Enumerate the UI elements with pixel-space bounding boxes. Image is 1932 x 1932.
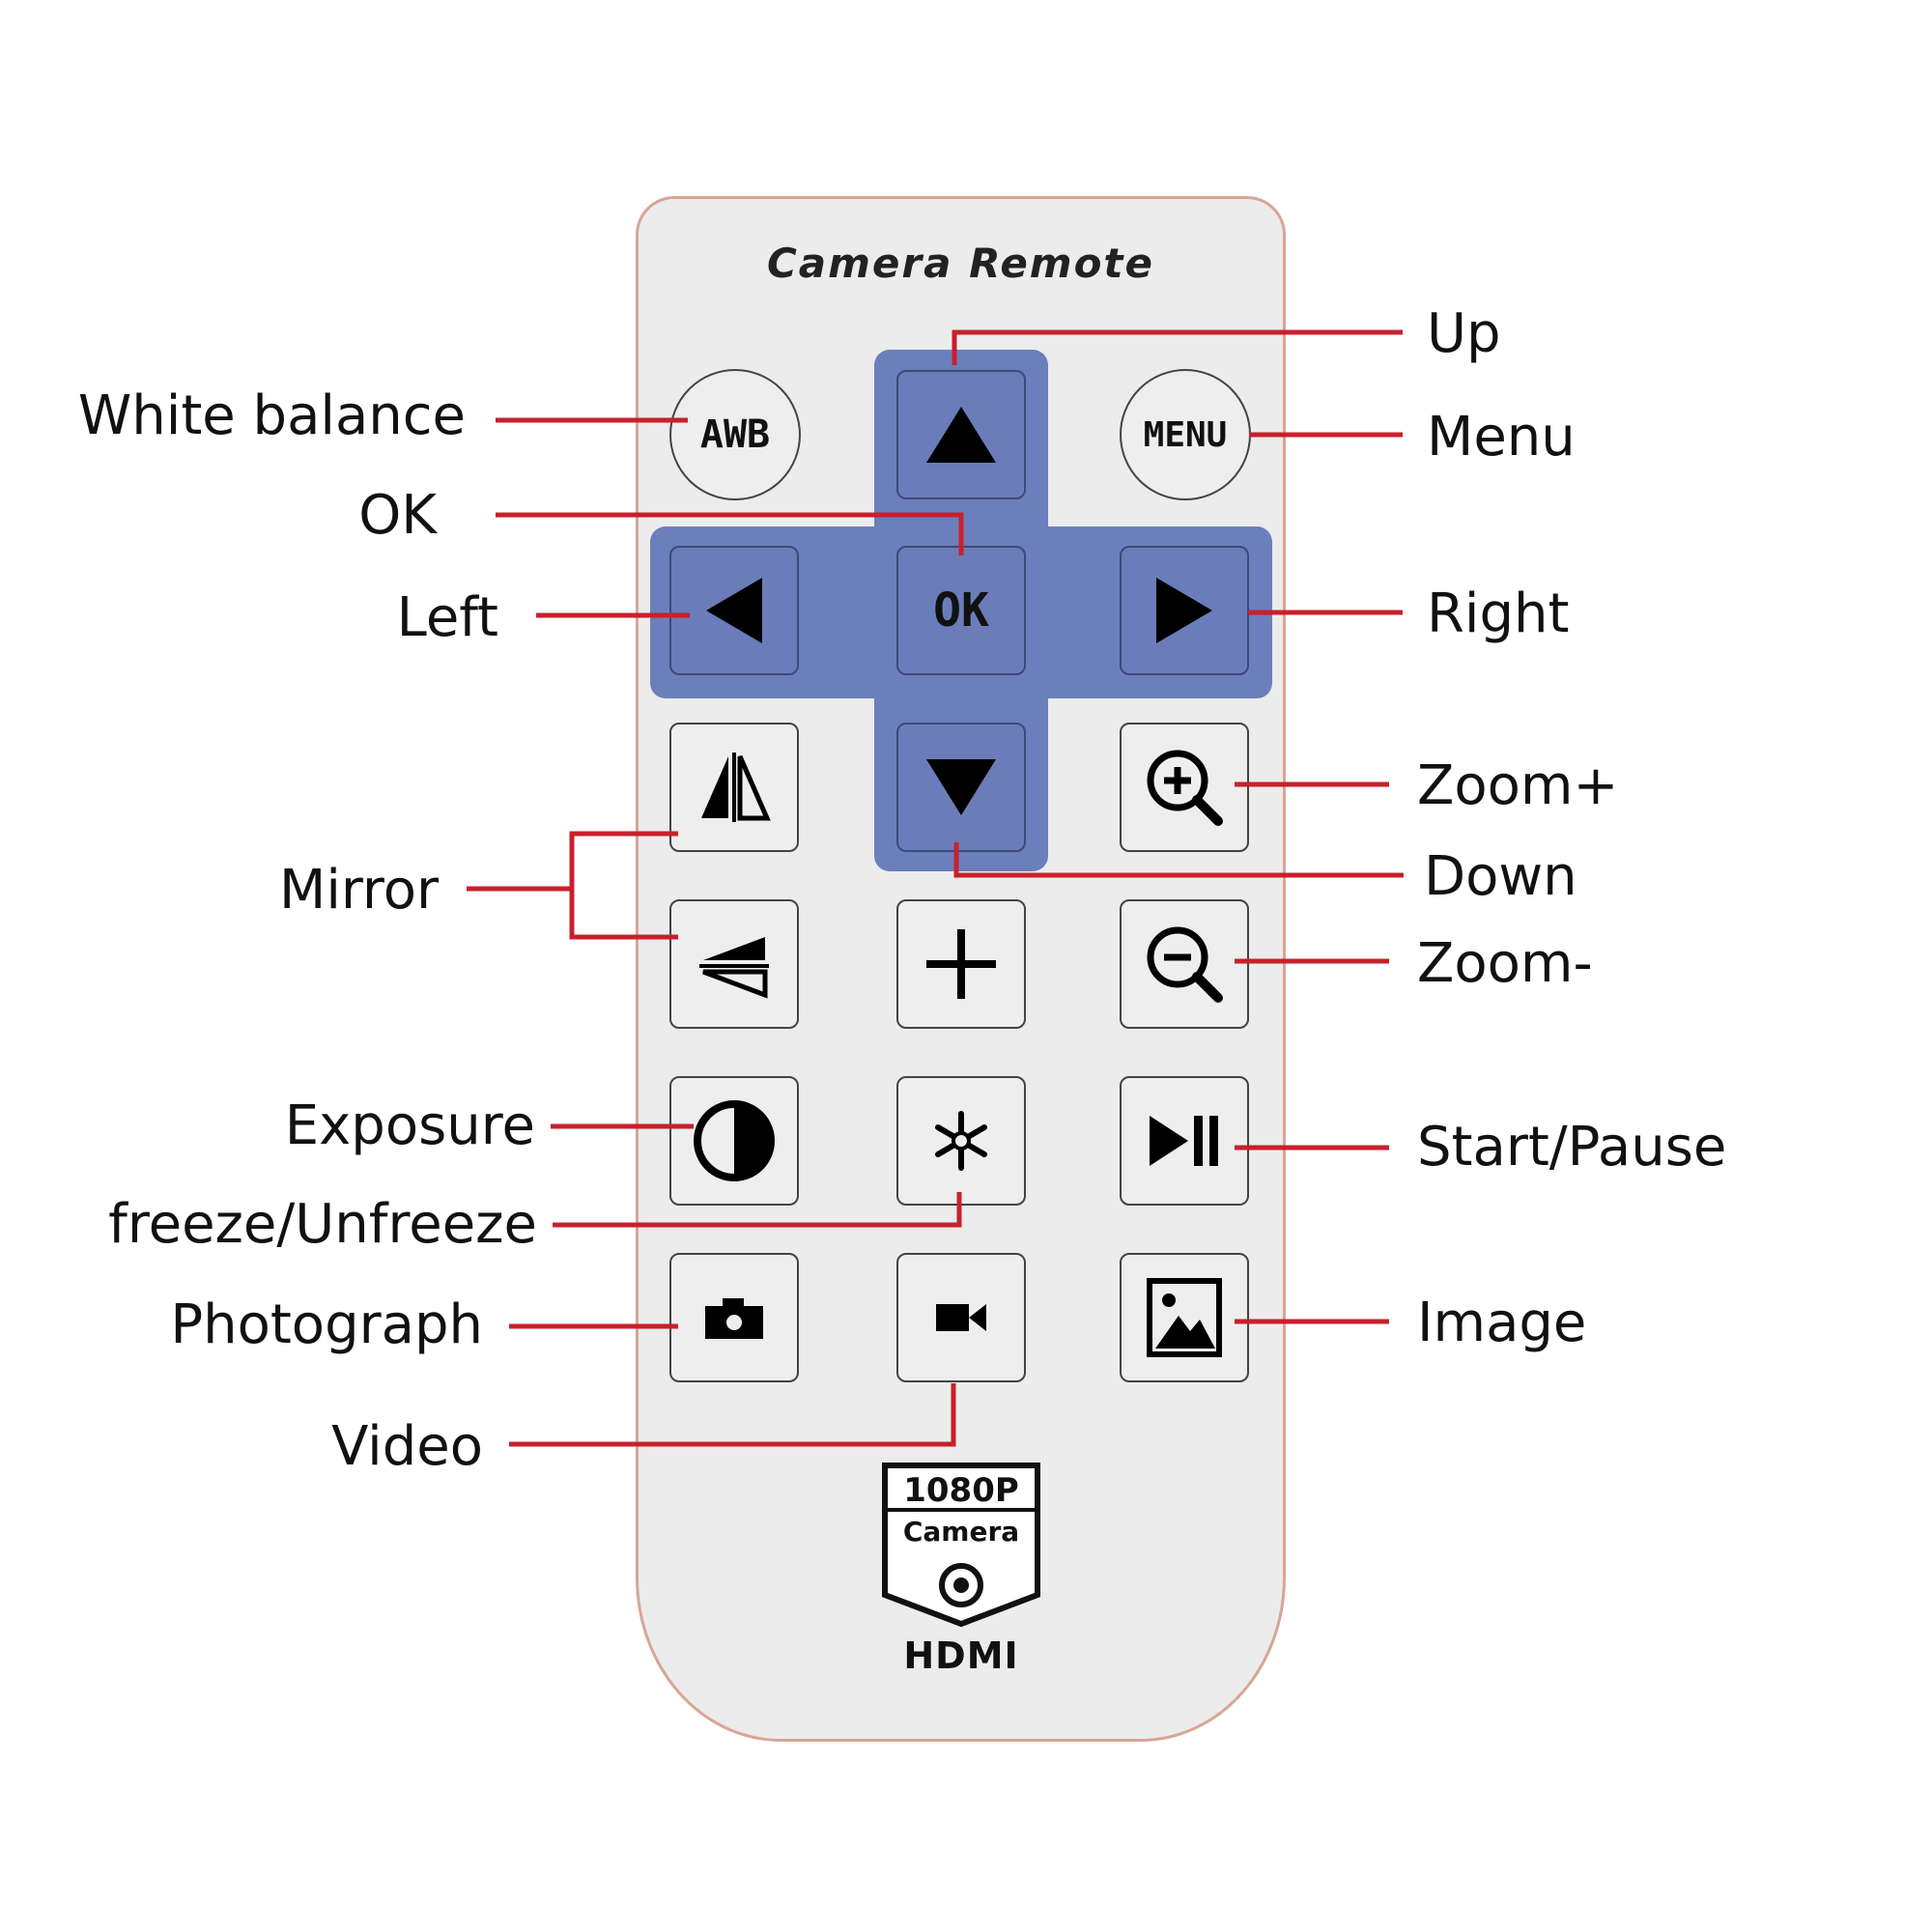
plus-button[interactable] — [896, 899, 1026, 1029]
down-arrow-icon — [926, 759, 996, 815]
badge-shield-icon — [882, 1463, 1040, 1628]
zoom-out-icon — [1147, 926, 1223, 1003]
photograph-button[interactable] — [669, 1253, 799, 1382]
leader-video — [509, 1383, 956, 1447]
label-left: Left — [396, 586, 498, 649]
start-pause-button[interactable] — [1120, 1076, 1249, 1206]
label-start-pause: Start/Pause — [1417, 1116, 1727, 1179]
leader-up — [952, 329, 1403, 365]
up-button[interactable] — [896, 370, 1026, 499]
label-image: Image — [1417, 1292, 1587, 1354]
up-arrow-icon — [926, 407, 996, 463]
left-button[interactable] — [669, 546, 799, 675]
menu-label: MENU — [1143, 414, 1228, 455]
mirror-horizontal-button[interactable] — [669, 723, 799, 852]
leader-down — [953, 842, 1404, 878]
image-icon — [1147, 1278, 1222, 1357]
snowflake-icon — [935, 1111, 987, 1171]
right-arrow-icon — [1156, 578, 1212, 643]
awb-button[interactable]: AWB — [669, 369, 801, 500]
label-down: Down — [1424, 845, 1577, 908]
contrast-icon — [694, 1100, 775, 1181]
camera-badge: 1080P Camera — [881, 1462, 1041, 1628]
label-white-balance: White balance — [77, 384, 466, 447]
label-mirror: Mirror — [279, 859, 439, 922]
plus-icon — [926, 929, 996, 999]
leader-ok — [496, 512, 964, 555]
label-menu: Menu — [1427, 406, 1576, 469]
remote-title: Camera Remote — [766, 240, 1154, 287]
label-video: Video — [331, 1415, 483, 1478]
label-photograph: Photograph — [170, 1293, 483, 1356]
image-button[interactable] — [1120, 1253, 1249, 1382]
zoom-in-button[interactable] — [1120, 723, 1249, 852]
mirror-horizontal-icon — [701, 753, 771, 822]
video-camera-icon — [936, 1304, 986, 1331]
leader-mirror-bracket — [569, 831, 678, 940]
freeze-button[interactable] — [896, 1076, 1026, 1206]
hdmi-logo: HDMI — [903, 1634, 1019, 1677]
label-exposure: Exposure — [284, 1094, 535, 1157]
exposure-button[interactable] — [669, 1076, 799, 1206]
mirror-vertical-button[interactable] — [669, 899, 799, 1029]
label-up: Up — [1427, 302, 1501, 365]
ok-label: OK — [933, 583, 989, 638]
ok-button[interactable]: OK — [896, 546, 1026, 675]
left-arrow-icon — [706, 578, 762, 643]
video-button[interactable] — [896, 1253, 1026, 1382]
awb-label: AWB — [699, 412, 771, 457]
camera-icon — [705, 1298, 763, 1339]
badge-resolution: 1080P — [903, 1471, 1019, 1510]
label-freeze: freeze/Unfreeze — [108, 1193, 537, 1256]
play-pause-icon — [1150, 1116, 1218, 1166]
mirror-vertical-icon — [699, 937, 769, 999]
leader-freeze — [553, 1192, 962, 1228]
label-zoom-plus: Zoom+ — [1417, 754, 1619, 817]
zoom-out-button[interactable] — [1120, 899, 1249, 1029]
menu-button[interactable]: MENU — [1120, 369, 1251, 500]
label-zoom-minus: Zoom- — [1417, 932, 1593, 995]
badge-camera-text: Camera — [902, 1516, 1020, 1548]
label-right: Right — [1427, 582, 1570, 645]
down-button[interactable] — [896, 723, 1026, 852]
label-ok: OK — [358, 484, 437, 547]
zoom-in-icon — [1147, 750, 1223, 826]
